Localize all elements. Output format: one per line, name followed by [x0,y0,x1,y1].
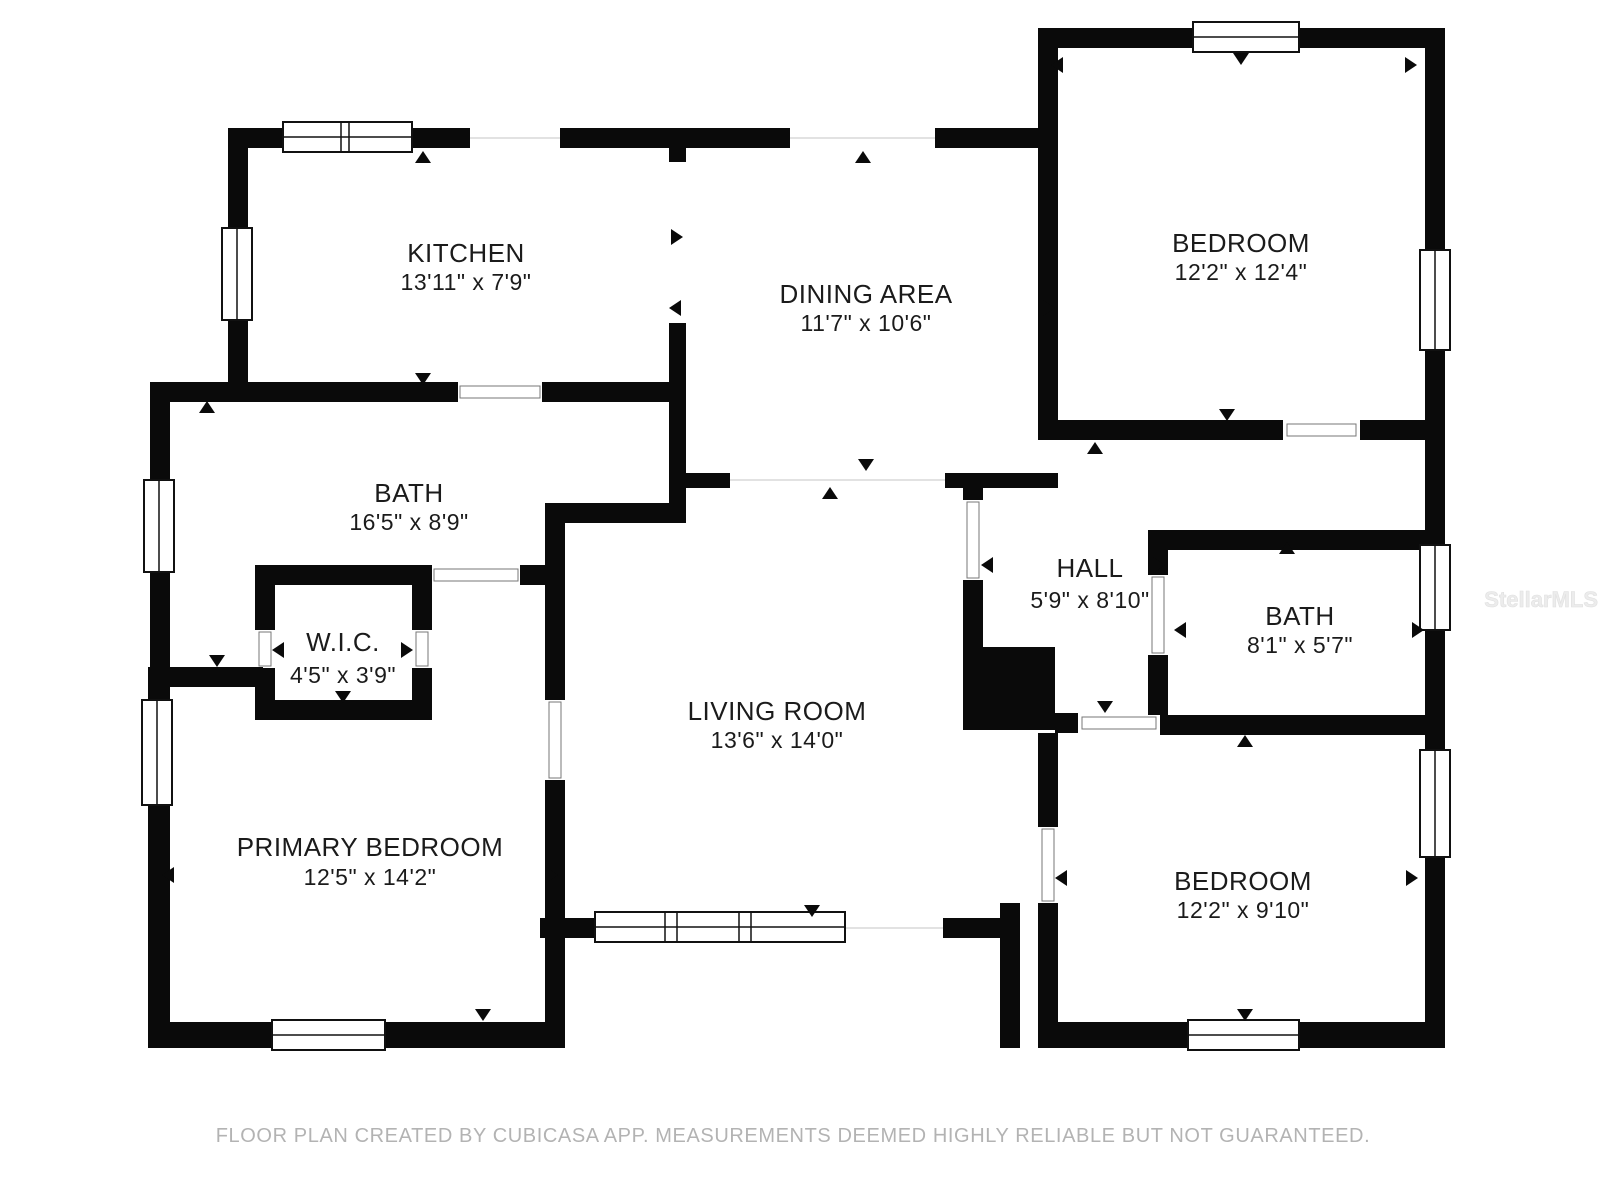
room-label-living-room: LIVING ROOM [688,696,867,726]
arrow-up-icon [1279,542,1295,554]
arrow-left-icon [981,557,993,573]
window-primary-left [141,699,173,806]
room-label-dining-area: DINING AREA [779,279,952,309]
arrow-left-icon [272,642,284,658]
room-dims-living-room: 13'6" x 14'0" [711,727,844,753]
door-frames [258,385,1357,902]
arrow-right-icon [1406,870,1418,886]
footer-disclaimer: FLOOR PLAN CREATED BY CUBICASA APP. MEAS… [216,1125,1371,1147]
window-kitchen-left [221,227,253,321]
room-label-bath-right: BATH [1265,601,1334,631]
arrow-down-icon [858,459,874,471]
door-bedroom-br-side [1041,828,1055,902]
arrow-right-icon [1043,300,1055,316]
window-kitchen-top [282,121,413,153]
room-label-bedroom-tr: BEDROOM [1172,228,1310,258]
arrow-down-icon [1237,1009,1253,1021]
room-labels: KITCHEN 13'11" x 7'9" DINING AREA 11'7" … [237,228,1353,923]
arrow-up-icon [1237,735,1253,747]
door-bedroom-br-top [1081,716,1157,730]
arrow-down-icon [804,905,820,917]
window-bedroom-br-bottom [1187,1019,1300,1051]
door-kitchen-bath [459,385,541,399]
window-bath-right [1419,544,1451,631]
arrow-down-icon [335,691,351,703]
arrow-down-icon [415,373,431,385]
stellar-mls-watermark: StellarMLS [1484,587,1598,612]
arrow-up-icon [199,401,215,413]
door-wic-right [415,631,429,667]
window-living-bottom [594,911,846,943]
room-label-bedroom-br: BEDROOM [1174,866,1312,896]
room-dims-bath-left: 16'5" x 8'9" [349,509,468,535]
room-dims-bedroom-tr: 12'2" x 12'4" [1175,259,1308,285]
arrow-up-icon [1087,442,1103,454]
arrow-right-icon [671,229,683,245]
arrow-left-icon [162,867,174,883]
arrow-up-icon [822,487,838,499]
windows [141,21,1451,1051]
room-label-hall: HALL [1056,553,1123,583]
room-dims-dining-area: 11'7" x 10'6" [801,310,932,336]
arrow-down-icon [209,655,225,667]
room-dims-hall: 5'9" x 8'10" [1030,587,1149,613]
door-wic-left [258,631,272,667]
room-dims-wic: 4'5" x 3'9" [290,662,396,688]
door-hall-bath [1151,576,1165,654]
arrow-left-icon [1055,870,1067,886]
arrow-right-icon [1153,557,1165,573]
door-living-primary [548,701,562,779]
arrow-up-icon [415,151,431,163]
door-living-hall [966,501,980,579]
room-label-primary-bedroom: PRIMARY BEDROOM [237,832,504,862]
window-primary-bottom [271,1019,386,1051]
door-bedroom-tr [1286,423,1357,437]
room-dims-bedroom-br: 12'2" x 9'10" [1177,897,1310,923]
room-dims-primary-bedroom: 12'5" x 14'2" [304,864,437,890]
arrow-down-icon [1097,701,1113,713]
opening-thresholds [470,137,945,929]
arrow-left-icon [1174,622,1186,638]
window-bath-left [143,479,175,573]
arrow-right-icon [546,867,558,883]
arrow-up-icon [855,151,871,163]
arrow-down-icon [1233,53,1249,65]
room-dims-kitchen: 13'11" x 7'9" [401,269,532,295]
window-bedroom-tr-top [1192,21,1300,53]
window-bedroom-br-right [1419,749,1451,858]
room-dims-bath-right: 8'1" x 5'7" [1247,632,1353,658]
opening-arrows [162,53,1424,1021]
window-bedroom-tr-right [1419,249,1451,351]
door-bath-vestibule [433,568,519,582]
arrow-right-icon [401,642,413,658]
arrow-left-icon [1051,57,1063,73]
arrow-left-icon [669,300,681,316]
arrow-right-icon [1405,57,1417,73]
arrow-down-icon [1219,409,1235,421]
room-label-bath-left: BATH [374,478,443,508]
room-label-kitchen: KITCHEN [407,238,525,268]
arrow-right-icon [1412,622,1424,638]
room-label-wic: W.I.C. [306,627,380,657]
walls-path [148,28,1445,1048]
arrow-down-icon [475,1009,491,1021]
